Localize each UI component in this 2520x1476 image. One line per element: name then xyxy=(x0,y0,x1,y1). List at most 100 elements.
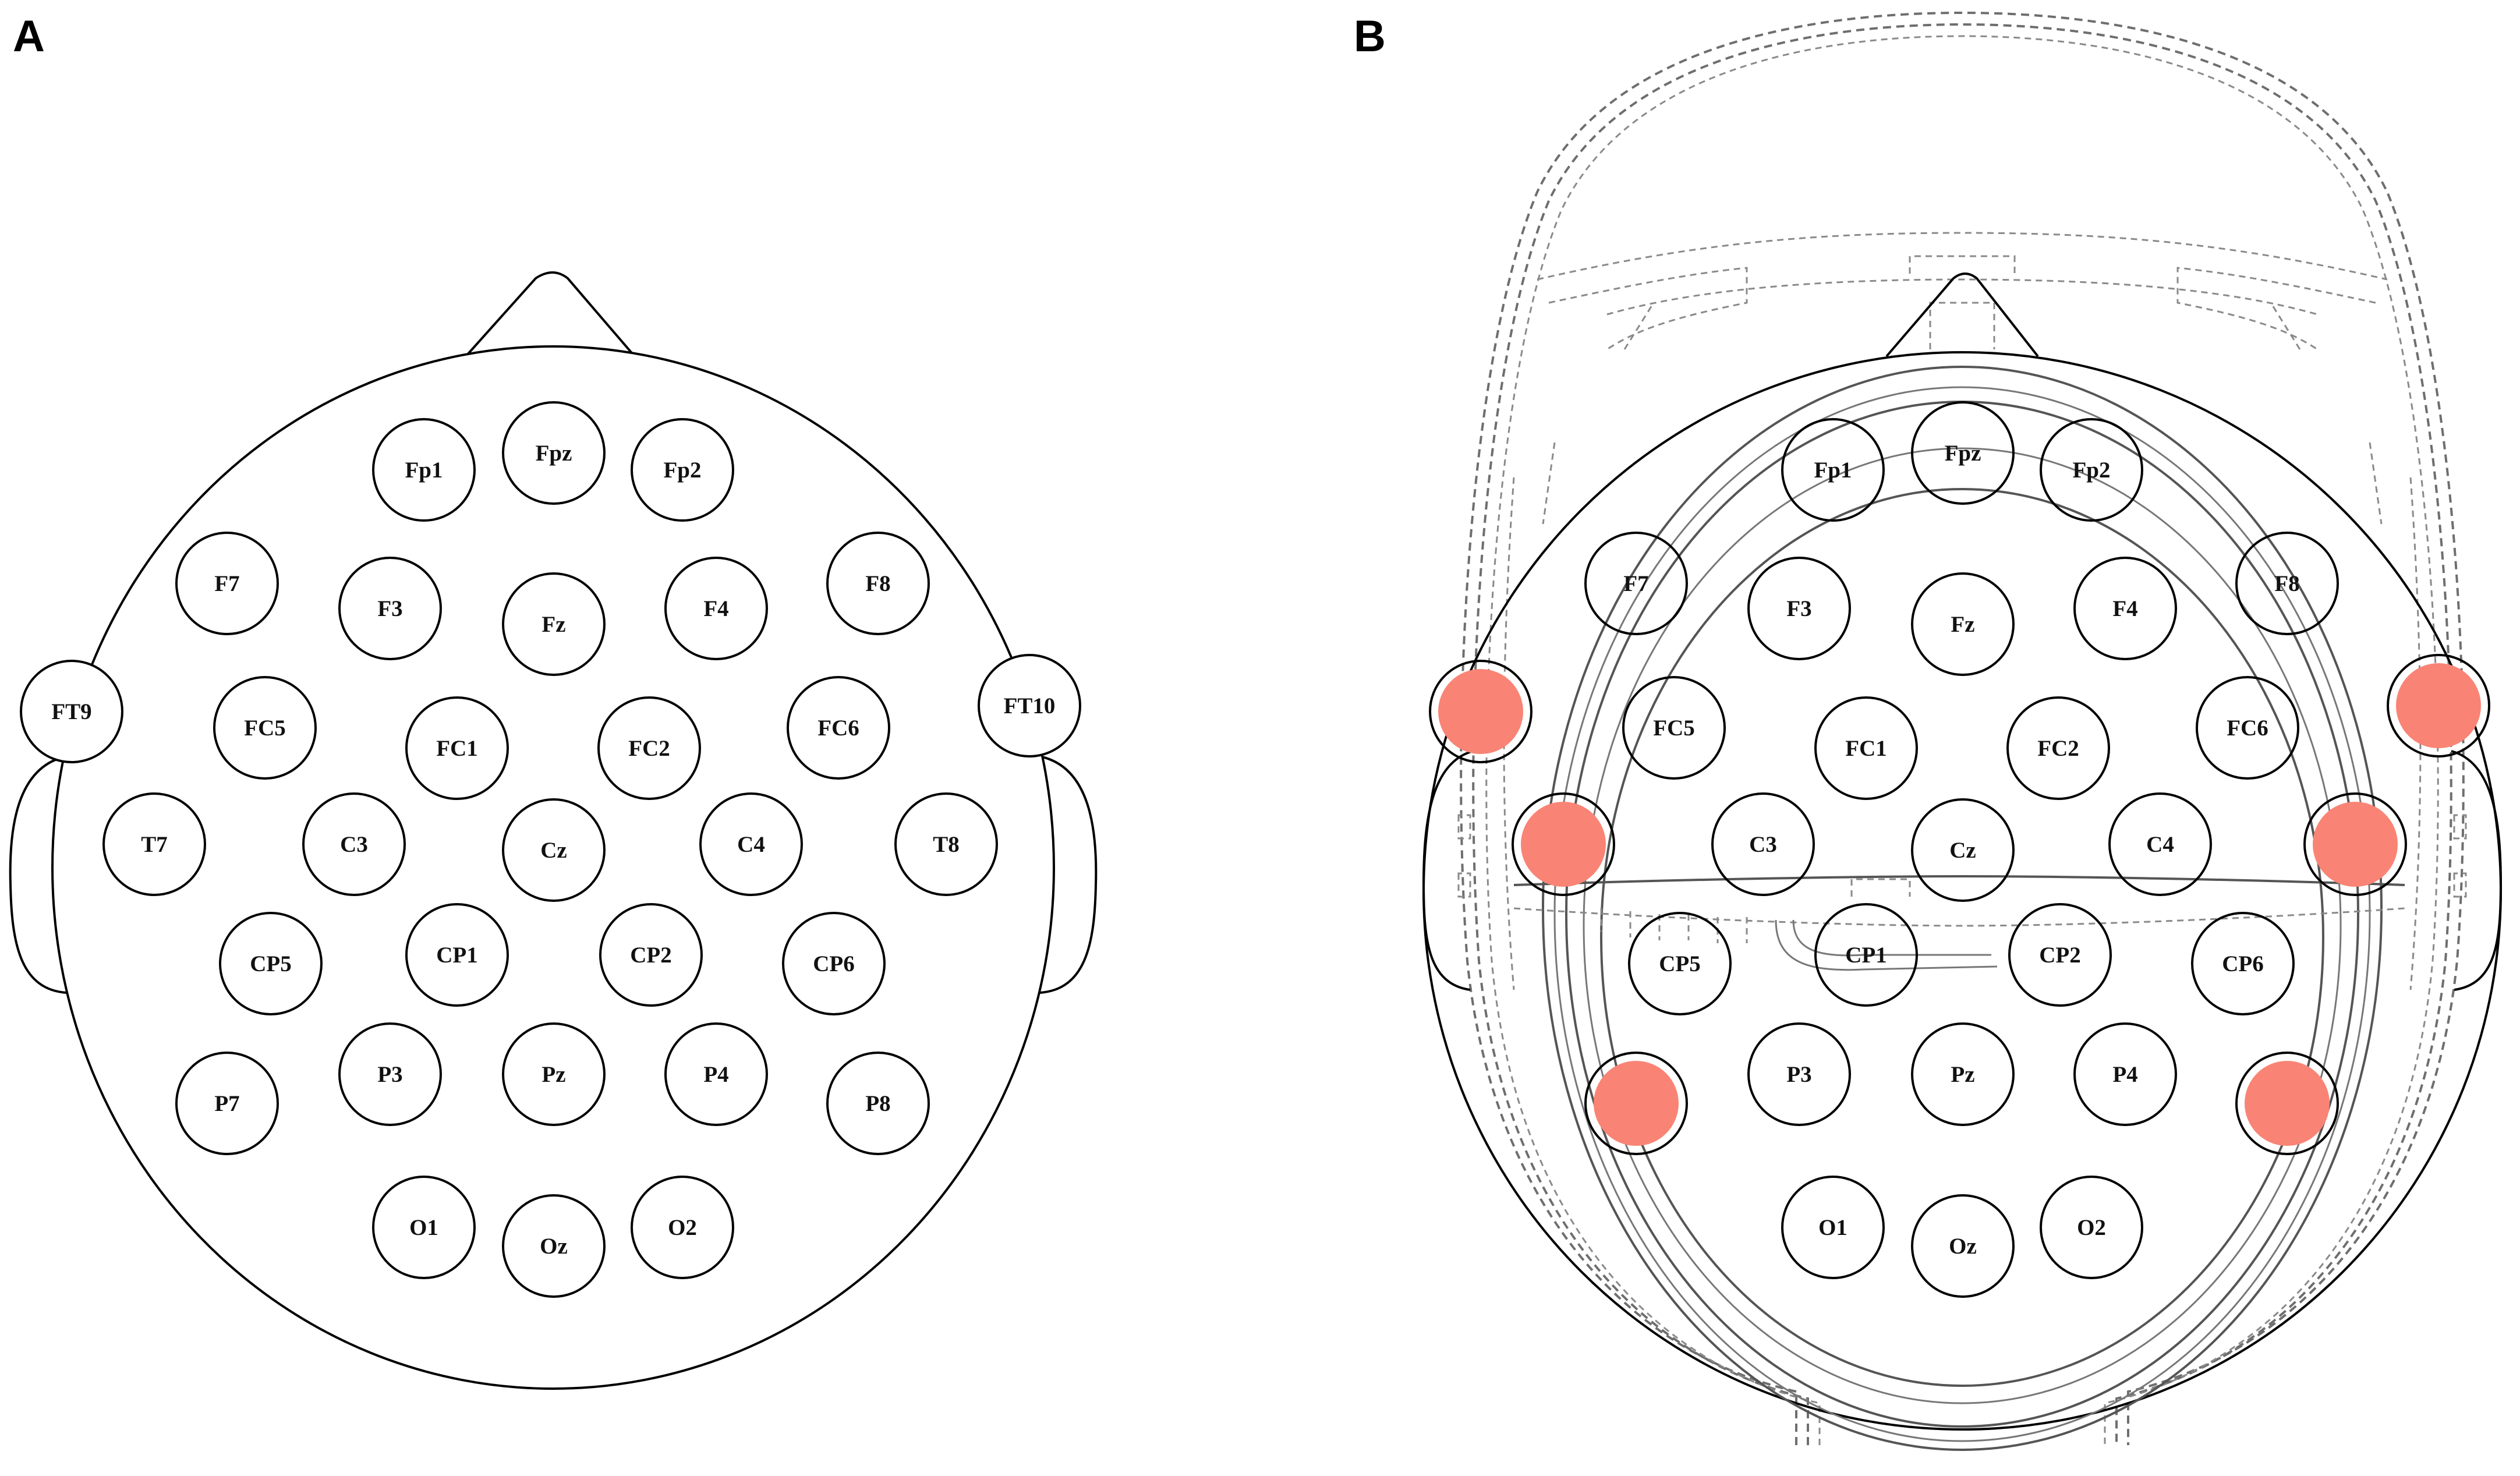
electrode-pz: Pz xyxy=(502,1022,606,1126)
electrode-circle xyxy=(1911,1022,2015,1126)
highlight-dot xyxy=(2396,663,2481,748)
headset-rings xyxy=(1542,366,2383,1451)
electrode-p8: P8 xyxy=(826,1052,930,1155)
electrode-cp6: CP6 xyxy=(782,912,886,1015)
electrode-f4: F4 xyxy=(664,557,768,660)
electrode-circle xyxy=(1747,557,1851,660)
electrode-label: FC1 xyxy=(1845,736,1887,761)
electrode-circle xyxy=(2196,676,2299,780)
electrode-circle xyxy=(597,696,701,800)
electrode-b-cp6: CP6 xyxy=(2191,912,2295,1015)
electrode-ft10: FT10 xyxy=(978,654,1081,758)
electrode-circle xyxy=(2073,557,2177,660)
electrode-circle xyxy=(302,792,406,896)
electrode-circle xyxy=(782,912,886,1015)
electrode-circle xyxy=(502,1022,606,1126)
electrode-b-c3: C3 xyxy=(1711,792,1815,896)
electrode-label: Pz xyxy=(541,1062,565,1087)
electrode-circle xyxy=(1584,532,1688,635)
electrode-label: T7 xyxy=(141,832,168,857)
electrode-label: CP2 xyxy=(2039,943,2081,968)
electrode-label: FC1 xyxy=(436,736,478,761)
electrode-label: F3 xyxy=(377,596,402,621)
panel-b: B xyxy=(1354,11,2503,1451)
left-ear xyxy=(9,755,69,994)
electrode-circle xyxy=(338,1022,442,1126)
electrode-circle xyxy=(2073,1022,2177,1126)
electrode-fz: Fz xyxy=(502,572,606,676)
electrode-label: P3 xyxy=(377,1062,402,1087)
electrode-circle xyxy=(894,792,998,896)
electrode-label: Fz xyxy=(541,612,565,637)
electrode-circle xyxy=(1628,912,1732,1015)
electrode-label: T8 xyxy=(933,832,960,857)
electrode-t8: T8 xyxy=(894,792,998,896)
electrode-b-f3: F3 xyxy=(1747,557,1851,660)
electrode-circle xyxy=(502,798,606,902)
electrode-label: CP5 xyxy=(1659,951,1701,976)
electrode-b-fpz: Fpz xyxy=(1911,401,2015,505)
electrode-label: FT10 xyxy=(1004,693,1056,718)
electrode-circle xyxy=(787,676,890,780)
highlight-dot xyxy=(1438,669,1523,754)
electrode-circle xyxy=(1429,660,1532,763)
panel-b-letter: B xyxy=(1354,12,1386,61)
electrode-label: FC2 xyxy=(2037,736,2079,761)
electrode-b-fc1: FC1 xyxy=(1814,696,1918,800)
electrode-circle xyxy=(372,1176,476,1279)
electrode-b-cp1: CP1 xyxy=(1814,903,1918,1007)
electrode-t7: T7 xyxy=(102,792,206,896)
electrode-circle xyxy=(219,912,323,1015)
electrode-label: CP5 xyxy=(250,951,292,976)
electrode-circle xyxy=(502,1194,606,1298)
electrode-label: Fp1 xyxy=(405,458,443,483)
electrode-circle xyxy=(338,557,442,660)
electrode-c3: C3 xyxy=(302,792,406,896)
electrode-fc1: FC1 xyxy=(405,696,509,800)
electrode-circle xyxy=(405,696,509,800)
electrode-label: Fpz xyxy=(1945,441,1981,466)
electrode-circle xyxy=(20,660,123,763)
electrode-b-fp1: Fp1 xyxy=(1781,418,1885,522)
electrode-circle xyxy=(2040,418,2143,522)
electrode-b-fc5: FC5 xyxy=(1622,676,1726,780)
electrode-circle xyxy=(631,418,734,522)
electrode-circle xyxy=(2235,532,2339,635)
headset-inner-frame xyxy=(1457,232,2467,898)
electrode-circle xyxy=(175,532,279,635)
electrode-circle xyxy=(1911,1194,2015,1298)
electrode-b-o2: O2 xyxy=(2040,1176,2143,1279)
electrode-b-fc2: FC2 xyxy=(2006,696,2110,800)
electrode-label: FC5 xyxy=(1653,716,1695,741)
electrode-p7: P7 xyxy=(175,1052,279,1155)
electrode-circle xyxy=(1747,1022,1851,1126)
electrode-cp5: CP5 xyxy=(219,912,323,1015)
headset-band xyxy=(1513,875,2405,971)
electrode-label: C4 xyxy=(737,832,765,857)
electrode-label: F4 xyxy=(2112,596,2137,621)
electrode-label: F7 xyxy=(1623,571,1648,596)
electrode-label: O2 xyxy=(2077,1215,2106,1240)
electrode-label: Fp2 xyxy=(663,458,701,483)
electrode-circle xyxy=(664,557,768,660)
electrode-circle xyxy=(1711,792,1815,896)
electrode-b-o1: O1 xyxy=(1781,1176,1885,1279)
electrode-fpz: Fpz xyxy=(502,401,606,505)
highlighted-electrode-ft9 xyxy=(1429,660,1532,763)
electrode-b-fz: Fz xyxy=(1911,572,2015,676)
highlight-dot xyxy=(1594,1061,1679,1146)
electrode-circle xyxy=(631,1176,734,1279)
electrode-circle xyxy=(502,572,606,676)
electrode-circle xyxy=(826,1052,930,1155)
headset-outer-band xyxy=(1460,11,2465,1445)
electrode-label: FC5 xyxy=(244,716,286,741)
electrode-label: C3 xyxy=(340,832,368,857)
electrode-oz: Oz xyxy=(502,1194,606,1298)
electrode-b-cp5: CP5 xyxy=(1628,912,1732,1015)
electrode-b-oz: Oz xyxy=(1911,1194,2015,1298)
electrode-circle xyxy=(175,1052,279,1155)
electrode-label: F8 xyxy=(2274,571,2299,596)
electrode-b-cp2: CP2 xyxy=(2008,903,2112,1007)
electrode-f8: F8 xyxy=(826,532,930,635)
electrode-cp2: CP2 xyxy=(599,903,703,1007)
